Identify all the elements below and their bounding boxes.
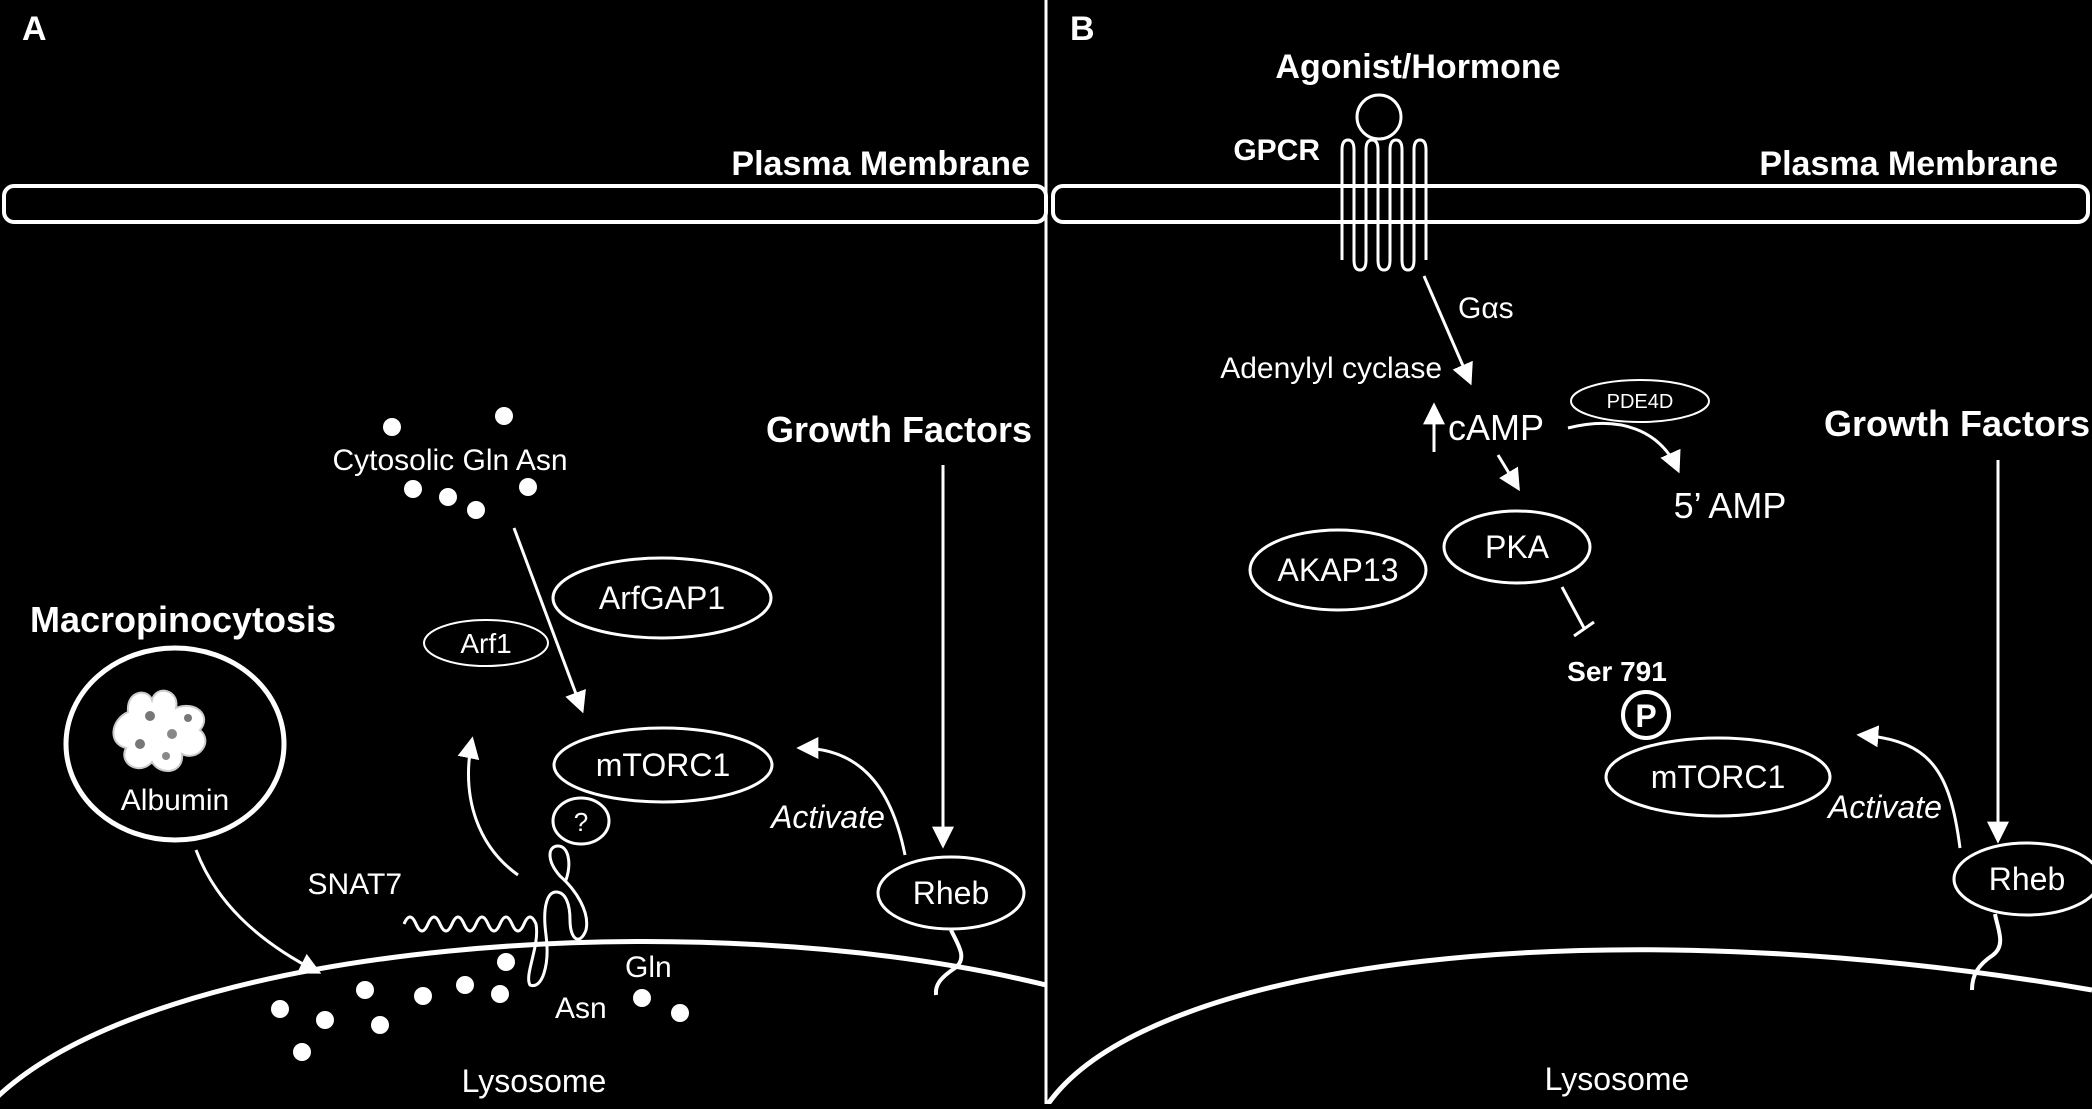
snat7-transporter [402, 844, 589, 988]
snat7-efflux-arrow [457, 736, 519, 877]
cytosolic-to-mtorc1-arrow [512, 527, 586, 714]
plasma-membrane-label-b: Plasma Membrane [1759, 145, 2058, 183]
5-amp-label: 5’ AMP [1674, 485, 1787, 526]
arf1-label: Arf1 [460, 628, 511, 659]
agonist-hormone-label: Agonist/Hormone [1275, 48, 1560, 86]
albumin-label: Albumin [121, 784, 229, 817]
pde4d-oval [1570, 379, 1710, 423]
macropinocytosis-label: Macropinocytosis [30, 599, 336, 640]
unknown-factor-label: ? [574, 807, 588, 837]
phospho-circle [1621, 690, 1671, 740]
camp-label: cAMP [1448, 407, 1544, 448]
lysosome-membrane-a [0, 939, 1047, 1099]
mtorc1-oval-a [552, 726, 774, 804]
arfgap1-oval [551, 556, 773, 640]
camp-to-pka-arrow [1496, 454, 1520, 492]
panel-a: A Plasma Membrane Growth Factors Cytosol… [0, 10, 1048, 1099]
activate-label-b: Activate [1826, 789, 1942, 825]
rheb-activates-mtorc1-arrow-a [796, 737, 907, 856]
plasma-membrane-b [1051, 184, 2090, 224]
unknown-factor-circle [551, 796, 611, 846]
lysosome-label-b: Lysosome [1545, 1061, 1690, 1097]
mtorc1-label-b: mTORC1 [1651, 759, 1786, 795]
panel-b: B Agonist/Hormone Plasma Membrane GPCR G… [1045, 10, 2092, 1106]
pka-oval [1442, 509, 1592, 585]
gln-label: Gln [625, 951, 672, 984]
pka-label: PKA [1485, 529, 1550, 565]
rheb-label-b: Rheb [1989, 861, 2066, 897]
cytosolic-gln-asn-label: Cytosolic Gln Asn [332, 444, 567, 477]
activate-label-a: Activate [769, 799, 885, 835]
panel-a-label: A [22, 10, 47, 48]
adenylyl-cyclase-label: Adenylyl cyclase [1220, 352, 1442, 385]
plasma-membrane-label-a: Plasma Membrane [731, 145, 1030, 183]
galpha-s-label: Gαs [1458, 292, 1514, 325]
arfgap1-label: ArfGAP1 [599, 580, 725, 616]
rheb-anchor-b [1970, 913, 2003, 991]
pka-inhibition-line [1560, 586, 1586, 629]
ligand-circle [1355, 93, 1403, 141]
panel-b-label: B [1070, 10, 1095, 48]
pde4d-label: PDE4D [1607, 391, 1674, 413]
asn-label: Asn [555, 992, 607, 1025]
gpcr-receptor [1340, 138, 1428, 272]
macropinocytosis-to-lysosome-arrow [194, 849, 322, 974]
camp-to-5amp-arrow [1567, 421, 1681, 474]
pka-inhibition-bar [1573, 620, 1595, 638]
lysosomal-amino-acids-a [271, 953, 689, 1061]
phospho-label: P [1635, 698, 1656, 734]
plasma-membrane-a [2, 184, 1048, 224]
mtorc1-oval-b [1604, 736, 1832, 818]
akap13-oval [1248, 528, 1428, 612]
albumin-icon [112, 689, 207, 772]
gpcr-label: GPCR [1233, 134, 1320, 167]
gas-arrow [1422, 275, 1473, 386]
lysosome-membrane-b [1045, 947, 2092, 1106]
growth-factors-label-a: Growth Factors [766, 409, 1032, 450]
growth-factors-label-b: Growth Factors [1824, 403, 2090, 444]
akap13-label: AKAP13 [1278, 552, 1399, 588]
rheb-label-a: Rheb [913, 875, 990, 911]
rheb-activates-mtorc1-arrow-b [1856, 725, 1962, 849]
ser791-label: Ser 791 [1567, 656, 1667, 687]
cytosolic-amino-acids-a [383, 407, 537, 519]
rheb-oval-b [1952, 841, 2092, 917]
arf1-oval [423, 619, 549, 667]
snat7-label: SNAT7 [308, 868, 402, 901]
rheb-oval-a [876, 855, 1026, 931]
mtorc1-label-a: mTORC1 [596, 747, 731, 783]
macropinosome [63, 645, 287, 843]
lysosome-label-a: Lysosome [462, 1063, 607, 1099]
